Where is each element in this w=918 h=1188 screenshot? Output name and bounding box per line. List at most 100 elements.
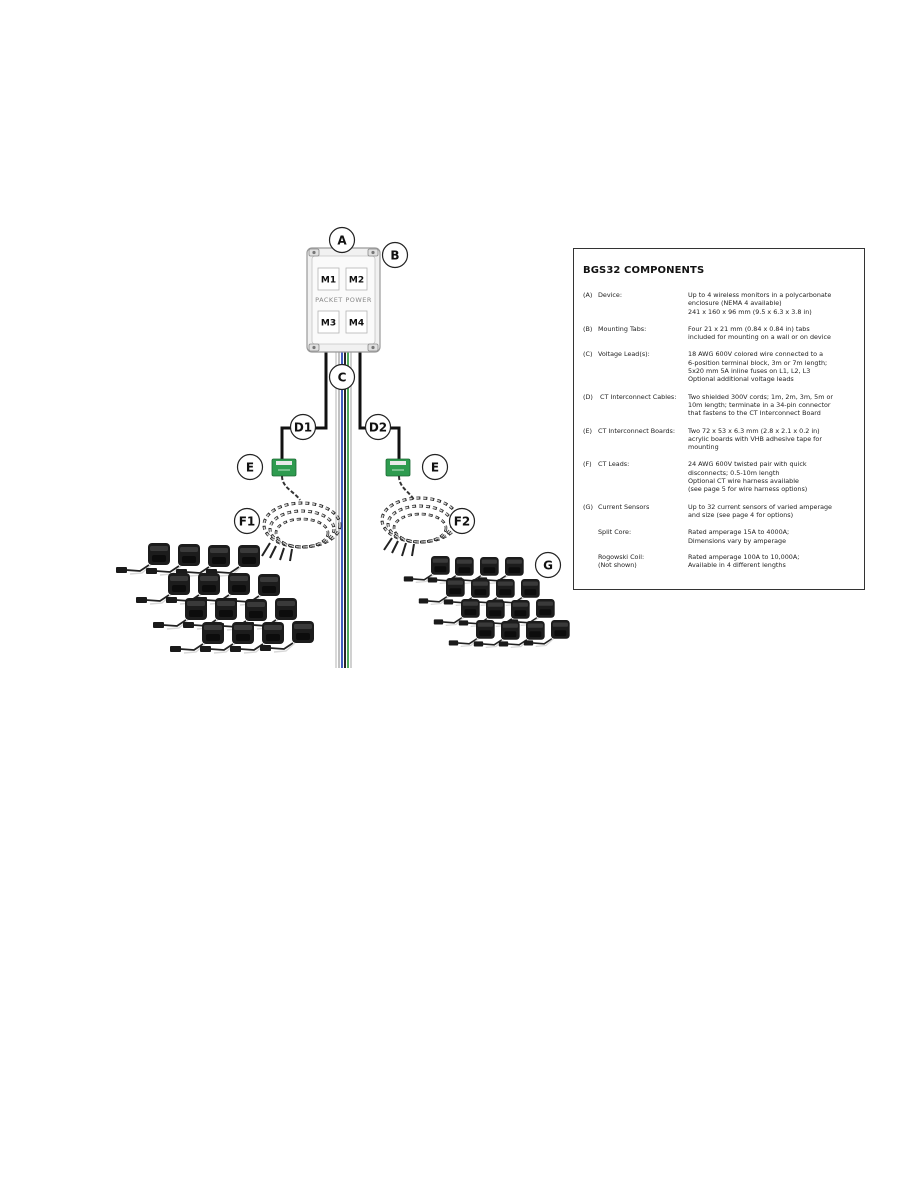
component-key: (D) [583, 392, 593, 401]
brand-label: PACKET POWER [315, 296, 372, 304]
component-key: (E) [583, 426, 593, 435]
component-label: (E) CT Interconnect Boards: [583, 427, 688, 452]
component-description-line: mounting [688, 443, 719, 452]
callout-d2: D2 [364, 413, 392, 441]
module-m1-label: M1 [321, 276, 336, 286]
ct-leads-coil-right [380, 475, 460, 557]
component-name: Device: [598, 291, 623, 299]
component-description: Two 72 x 53 x 6.3 mm (2.8 x 2.1 x 0.2 in… [688, 427, 854, 452]
callout-f1: F1 [233, 507, 261, 535]
component-description-line: Optional CT wire harness available [688, 477, 799, 486]
component-name: CT Leads: [598, 460, 630, 469]
components-panel: BGS32 COMPONENTS (A) Device: Up to 4 wirel… [573, 248, 865, 590]
callout-e-right-label: E [431, 461, 439, 475]
callout-e-left-label: E [246, 461, 254, 475]
monitor-module-m1: M1 [317, 267, 340, 291]
module-m4-label: M4 [349, 319, 364, 329]
ct-leads-coil-left [261, 475, 342, 562]
callout-f2-label: F2 [454, 515, 471, 529]
component-key: (G) [583, 502, 593, 511]
component-label: (B) Mounting Tabs: [583, 325, 688, 342]
component-subdescription: Rated amperage 15A to 4000A;Dimensions v… [688, 528, 854, 545]
component-row: (F) CT Leads: 24 AWG 600V twisted pair wit… [583, 460, 854, 493]
component-row: (A) Device: Up to 4 wireless monitors in a… [583, 291, 854, 316]
component-label: (D) CT Interconnect Cables: [583, 393, 688, 418]
component-name: Current Sensors [598, 502, 650, 511]
component-row: (G) Current Sensors Up to 32 current senso… [583, 503, 854, 520]
callout-e-left: E [236, 453, 264, 481]
component-description-line: Up to 32 current sensors of varied amper… [688, 502, 832, 511]
callout-f1-label: F1 [239, 515, 256, 529]
callout-f2: F2 [448, 507, 476, 535]
component-description-line: Optional additional voltage leads [688, 375, 794, 384]
component-label: (C) Voltage Lead(s): [583, 350, 688, 383]
module-m3-label: M3 [321, 319, 336, 329]
component-sublabel: Split Core: [583, 528, 688, 545]
component-description-line: Four 21 x 21 mm (0.84 x 0.84 in) tabs [688, 324, 810, 333]
component-label: (F) CT Leads: [583, 460, 688, 493]
callout-g: G [534, 551, 562, 579]
components-list: (A) Device: Up to 4 wireless monitors in a… [583, 291, 854, 569]
component-description-line: Two shielded 300V cords; 1m, 2m, 3m, 5m … [688, 392, 833, 401]
callout-d2-label: D2 [369, 421, 387, 435]
component-description-line: 6-position terminal block, 3m or 7m leng… [688, 358, 828, 367]
ct-interconnect-board-right [385, 458, 411, 477]
monitor-module-m3: M3 [317, 310, 340, 334]
monitor-module-m4: M4 [345, 310, 368, 334]
component-description-line: 18 AWG 600V colored wire connected to a [688, 350, 824, 359]
component-name: CT Interconnect Cables: [598, 392, 677, 401]
component-row: (D) CT Interconnect Cables:Two shielded … [583, 393, 854, 418]
component-subdescription: Rated amperage 100A to 10,000A;Available… [688, 553, 854, 570]
component-description-line: 5x20 mm 5A inline fuses on L1, L2, L3 [688, 367, 811, 376]
component-row: (B) Mounting Tabs: Four 21 x 21 mm (0.84 x… [583, 325, 854, 342]
component-description-line: included for mounting on a wall or on de… [688, 333, 831, 342]
callout-b: B [381, 241, 409, 269]
component-subrow: Split Core: Rated amperage 15A to 4000A;D… [583, 528, 854, 545]
component-description-line: 241 x 160 x 96 mm (9.5 x 6.3 x 3.8 in) [688, 307, 812, 316]
component-subname: Rogowski Coil: (Not shown) [598, 552, 645, 570]
component-description-line: Dimensions vary by amperage [688, 536, 787, 545]
voltage-leads [335, 352, 352, 668]
component-description: Up to 32 current sensors of varied amper… [688, 503, 854, 520]
component-key: (A) [583, 291, 593, 299]
components-title: BGS32 COMPONENTS [583, 265, 705, 276]
ct-interconnect-board-left [271, 458, 297, 477]
component-key: (C) [583, 350, 593, 359]
component-label: (G) Current Sensors [583, 503, 688, 520]
callout-a-label: A [337, 234, 347, 248]
component-key: (B) [583, 324, 593, 333]
component-description-line: and size (see page 4 for options) [688, 510, 794, 519]
callout-g-label: G [543, 559, 553, 573]
component-description-line: (see page 5 for wire harness options) [688, 485, 808, 494]
callout-a: A [328, 226, 356, 254]
callout-c: C [328, 363, 356, 391]
callout-b-label: B [390, 249, 399, 263]
component-description-line: Up to 4 wireless monitors in a polycarbo… [688, 291, 832, 299]
callout-e-right: E [421, 453, 449, 481]
component-description-line: Rated amperage 100A to 10,000A; [688, 552, 800, 561]
component-description-line: acrylic boards with VHB adhesive tape fo… [688, 434, 822, 443]
component-row: (C) Voltage Lead(s): 18 AWG 600V colored w… [583, 350, 854, 383]
callout-d1: D1 [289, 413, 317, 441]
current-sensors-left [115, 542, 315, 654]
component-description-line: Two 72 x 53 x 6.3 mm (2.8 x 2.1 x 0.2 in… [688, 426, 820, 435]
component-description: Two shielded 300V cords; 1m, 2m, 3m, 5m … [688, 393, 854, 418]
ct-interconnect-cable-d2 [358, 352, 401, 460]
component-description-line: Rated amperage 15A to 4000A; [688, 528, 790, 537]
component-key: (F) [583, 460, 592, 469]
component-description-line: enclosure (NEMA 4 available) [688, 299, 782, 308]
component-sublabel: Rogowski Coil: (Not shown) [583, 553, 688, 570]
component-name: CT Interconnect Boards: [598, 426, 676, 435]
callout-c-label: C [338, 371, 347, 385]
device-enclosure: M1 M2 PACKET POWER M3 M4 [306, 247, 381, 353]
component-subname: Split Core: [598, 528, 632, 537]
monitor-module-m2: M2 [345, 267, 368, 291]
component-name: Mounting Tabs: [598, 324, 647, 333]
component-name: Voltage Lead(s): [598, 350, 650, 359]
component-row: (E) CT Interconnect Boards: Two 72 x 53 x … [583, 427, 854, 452]
component-description-line: 10m length; terminate in a 34-pin connec… [688, 400, 831, 409]
